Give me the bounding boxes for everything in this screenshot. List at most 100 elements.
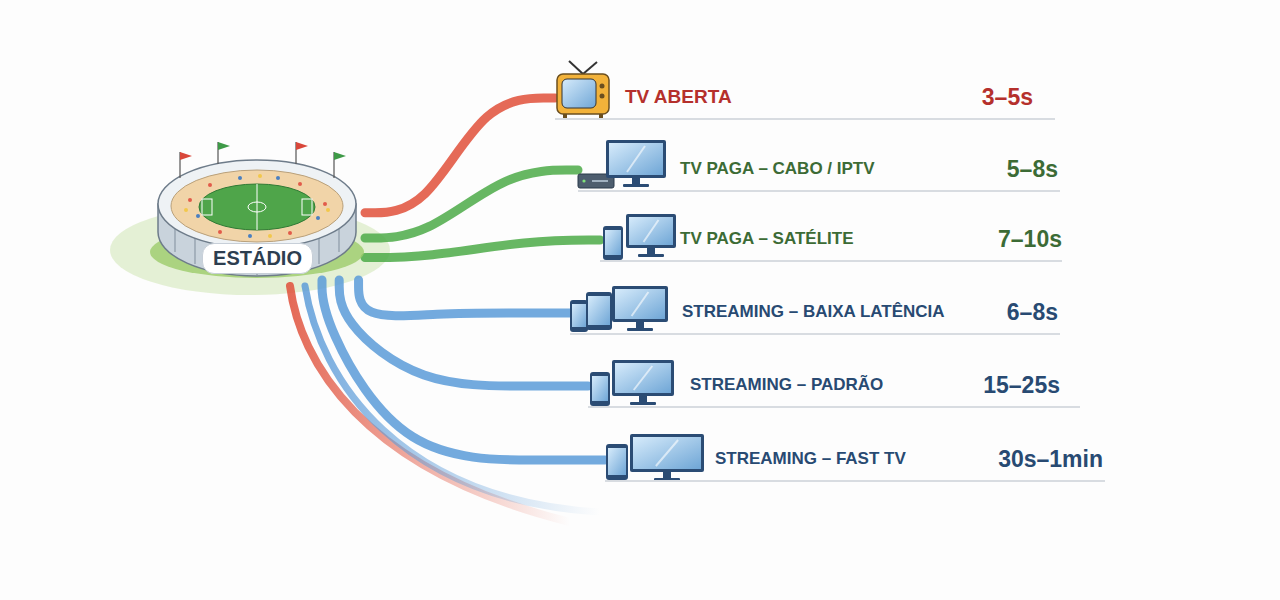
monitor-icon (644, 220, 659, 242)
monitor-icon (630, 434, 704, 481)
channel-label: TV ABERTA (625, 86, 732, 108)
monitor-icon (615, 363, 671, 393)
phone-icon (592, 376, 608, 401)
stadium-illustration (208, 183, 212, 187)
tv-icon (562, 79, 596, 108)
settop-box-icon (592, 180, 608, 182)
channel-label: TV PAGA – SATÉLITE (680, 229, 853, 249)
monitor-icon (612, 286, 668, 322)
stadium-illustration (171, 170, 343, 242)
monitor-icon (632, 292, 649, 316)
stadium-illustration (276, 176, 280, 180)
stadium-illustration (202, 184, 312, 230)
delay-value: 7–10s (998, 226, 1062, 253)
tv-icon (583, 62, 597, 74)
channel-row: STREAMING – PADRÃO 15–25s (588, 364, 1080, 408)
stadium-illustration (258, 174, 262, 178)
phone-icon (586, 292, 612, 330)
stadium-node: ESTÁDIO (150, 140, 365, 280)
delay-value: 15–25s (983, 372, 1060, 399)
signal-stream (339, 280, 588, 386)
monitor-icon (629, 217, 673, 245)
stadium-illustration (218, 230, 222, 234)
stadium-illustration (248, 202, 266, 212)
stadium-illustration (238, 176, 242, 180)
monitor-icon (627, 146, 645, 172)
stadium-illustration (338, 226, 339, 252)
phone-icon (606, 444, 628, 480)
stadium-illustration (196, 176, 320, 238)
stadium-illustration (199, 184, 315, 230)
channel-row: TV PAGA – CABO / IPTV5–8s (578, 148, 1060, 192)
stadium-illustration (174, 226, 175, 252)
stadium-illustration (158, 160, 356, 248)
stadium-illustration (188, 198, 192, 202)
signal-stream (365, 98, 555, 213)
signal-stream (359, 280, 570, 316)
monitor-icon (615, 289, 665, 319)
phone-icon (586, 292, 612, 330)
monitor-icon (606, 140, 666, 178)
connector-group (322, 98, 605, 460)
phone-icon (608, 448, 626, 475)
delay-value: 30s–1min (998, 446, 1103, 473)
signal-stream (365, 240, 600, 258)
monitor-icon (612, 360, 674, 405)
tv-icon (557, 74, 609, 114)
stadium-illustration (316, 216, 320, 220)
monitor-icon (630, 434, 704, 472)
signal-stream (365, 170, 578, 238)
stadium-illustration (184, 208, 188, 212)
tv-icon (600, 94, 605, 99)
stadium-illustration (288, 231, 292, 235)
phone-icon (570, 300, 588, 332)
tv-icon (569, 61, 583, 74)
monitor-icon (627, 328, 653, 331)
monitor-icon (626, 214, 676, 257)
phone-icon (590, 372, 610, 406)
phone-icon (603, 226, 623, 260)
stadium-illustration (196, 214, 200, 218)
stadium-illustration (180, 142, 334, 178)
decor-streams (290, 286, 600, 522)
monitor-icon (623, 184, 649, 187)
monitor-icon (656, 440, 678, 466)
delay-value: 6–8s (1007, 299, 1058, 326)
monitor-icon (626, 214, 676, 248)
monitor-icon (639, 396, 647, 402)
monitor-icon (612, 360, 674, 396)
channel-label: STREAMING – FAST TV (715, 449, 906, 469)
stadium-illustration (296, 142, 308, 150)
signal-stream (322, 280, 605, 460)
phone-icon (606, 444, 628, 480)
stadium-illustration (248, 234, 252, 238)
stadium-illustration (218, 142, 230, 150)
monitor-icon (638, 254, 664, 257)
phone-icon (588, 296, 610, 325)
stadium-illustration (268, 234, 272, 238)
channel-label: STREAMING – BAIXA LATÊNCIA (682, 302, 945, 322)
monitor-icon (636, 322, 644, 328)
stadium-illustration (298, 182, 302, 186)
phone-icon (605, 230, 621, 255)
channel-row: TV PAGA – SATÉLITE 7–10s (600, 218, 1062, 262)
stadium-illustration (257, 184, 258, 230)
channel-row: STREAMING – BAIXA LATÊNCIA 6–8s (570, 291, 1060, 335)
phone-icon (572, 304, 586, 327)
monitor-icon (663, 472, 671, 478)
tv-icon (600, 84, 605, 89)
monitor-icon (612, 286, 668, 331)
stadium-illustration (188, 182, 327, 235)
delay-value: 5–8s (1007, 156, 1058, 183)
icon-group (557, 61, 704, 481)
stadium-illustration (184, 174, 330, 238)
monitor-icon (647, 248, 655, 254)
settop-box-icon (582, 179, 585, 182)
tv-icon (557, 61, 609, 119)
phone-icon (590, 372, 610, 406)
stadium-illustration (202, 199, 212, 215)
channel-label: STREAMING – PADRÃO (690, 375, 883, 395)
monitor-icon (634, 366, 653, 390)
